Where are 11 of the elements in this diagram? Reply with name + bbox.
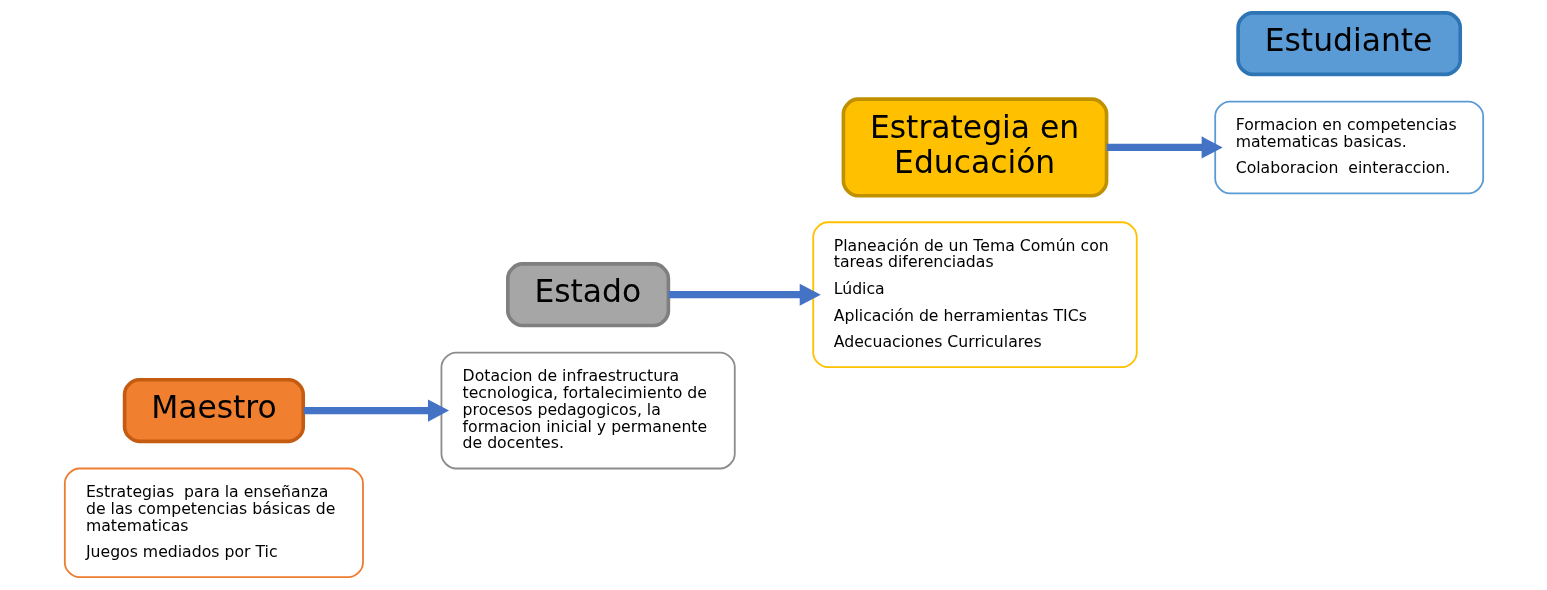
node-box: Estado — [505, 262, 670, 328]
node-box: Estudiante — [1235, 11, 1462, 77]
arrow — [1106, 136, 1223, 159]
arrow — [303, 399, 449, 422]
node-box: Maestro — [122, 378, 305, 444]
arrow — [668, 283, 821, 306]
node-box: Planeación de un Tema Común con tareas diferenciadas Lúdica Aplicación de herramientas TICs Adecuaciones Curriculares — [811, 221, 1138, 369]
node-box: Formacion en competencias matematicas basicas. Colaboracion einteraccion. — [1213, 100, 1484, 195]
node-box: Estrategias para la enseñanza de las competencias básicas de matematicas Juegos mediados por Tic — [63, 467, 364, 579]
node-box: Estrategia en Educación — [841, 97, 1108, 198]
node-box: Dotacion de infraestructura tecnologica, fortalecimiento de procesos pedagogicos, la formacion inicial y permanente de docentes. — [440, 351, 736, 470]
